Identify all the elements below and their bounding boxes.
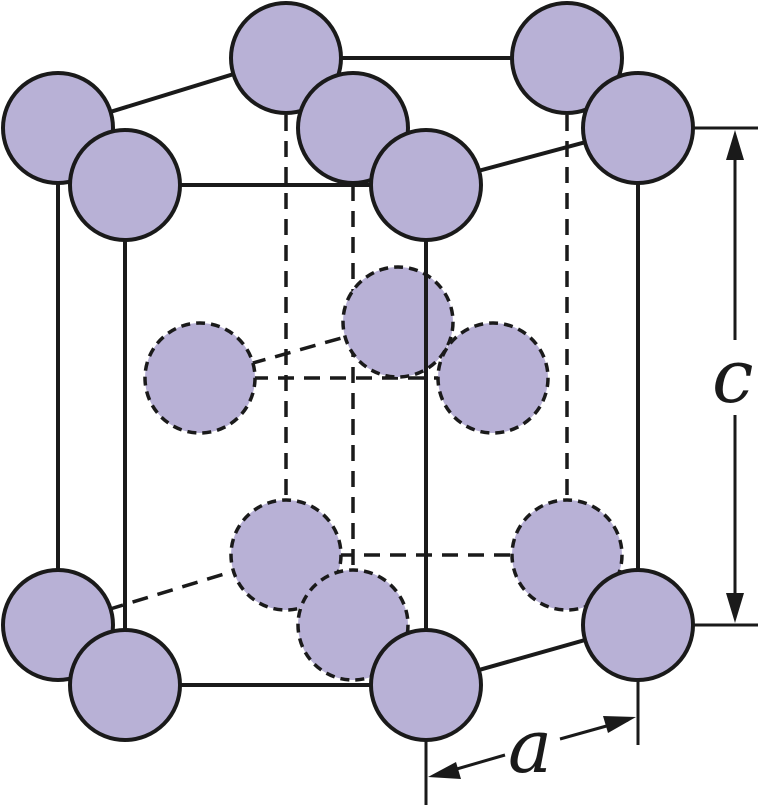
bottom-atoms: [1, 568, 695, 742]
atom-middle-right: [436, 321, 550, 435]
dimension-a-label: a: [508, 704, 552, 790]
atom-bottom-back-right: [510, 498, 624, 612]
dimension-c-label: c: [712, 334, 753, 420]
atom-top-back-right: [510, 1, 624, 115]
dimension-c-arrow-down: [726, 593, 744, 623]
atom-bottom-right: [581, 568, 695, 682]
atom-bottom-front-center: [369, 628, 483, 742]
atom-top-back-left: [229, 1, 343, 115]
dimension-a-arrow-left: [428, 762, 461, 779]
atom-middle-back: [341, 265, 455, 379]
atom-top-left-front: [68, 128, 182, 242]
dimension-a-arrow-right: [603, 716, 636, 733]
atom-bottom-back-left: [229, 498, 343, 612]
atom-bottom-left-front: [68, 628, 182, 742]
atom-top-right: [581, 71, 695, 185]
hidden-atoms: [143, 265, 624, 682]
dimension-a: a: [424, 680, 640, 805]
dimension-c: c: [693, 126, 758, 627]
dimension-c-arrow-up: [726, 130, 744, 160]
top-atoms: [1, 1, 695, 242]
atom-top-front-center: [369, 128, 483, 242]
atom-middle-left: [143, 321, 257, 435]
